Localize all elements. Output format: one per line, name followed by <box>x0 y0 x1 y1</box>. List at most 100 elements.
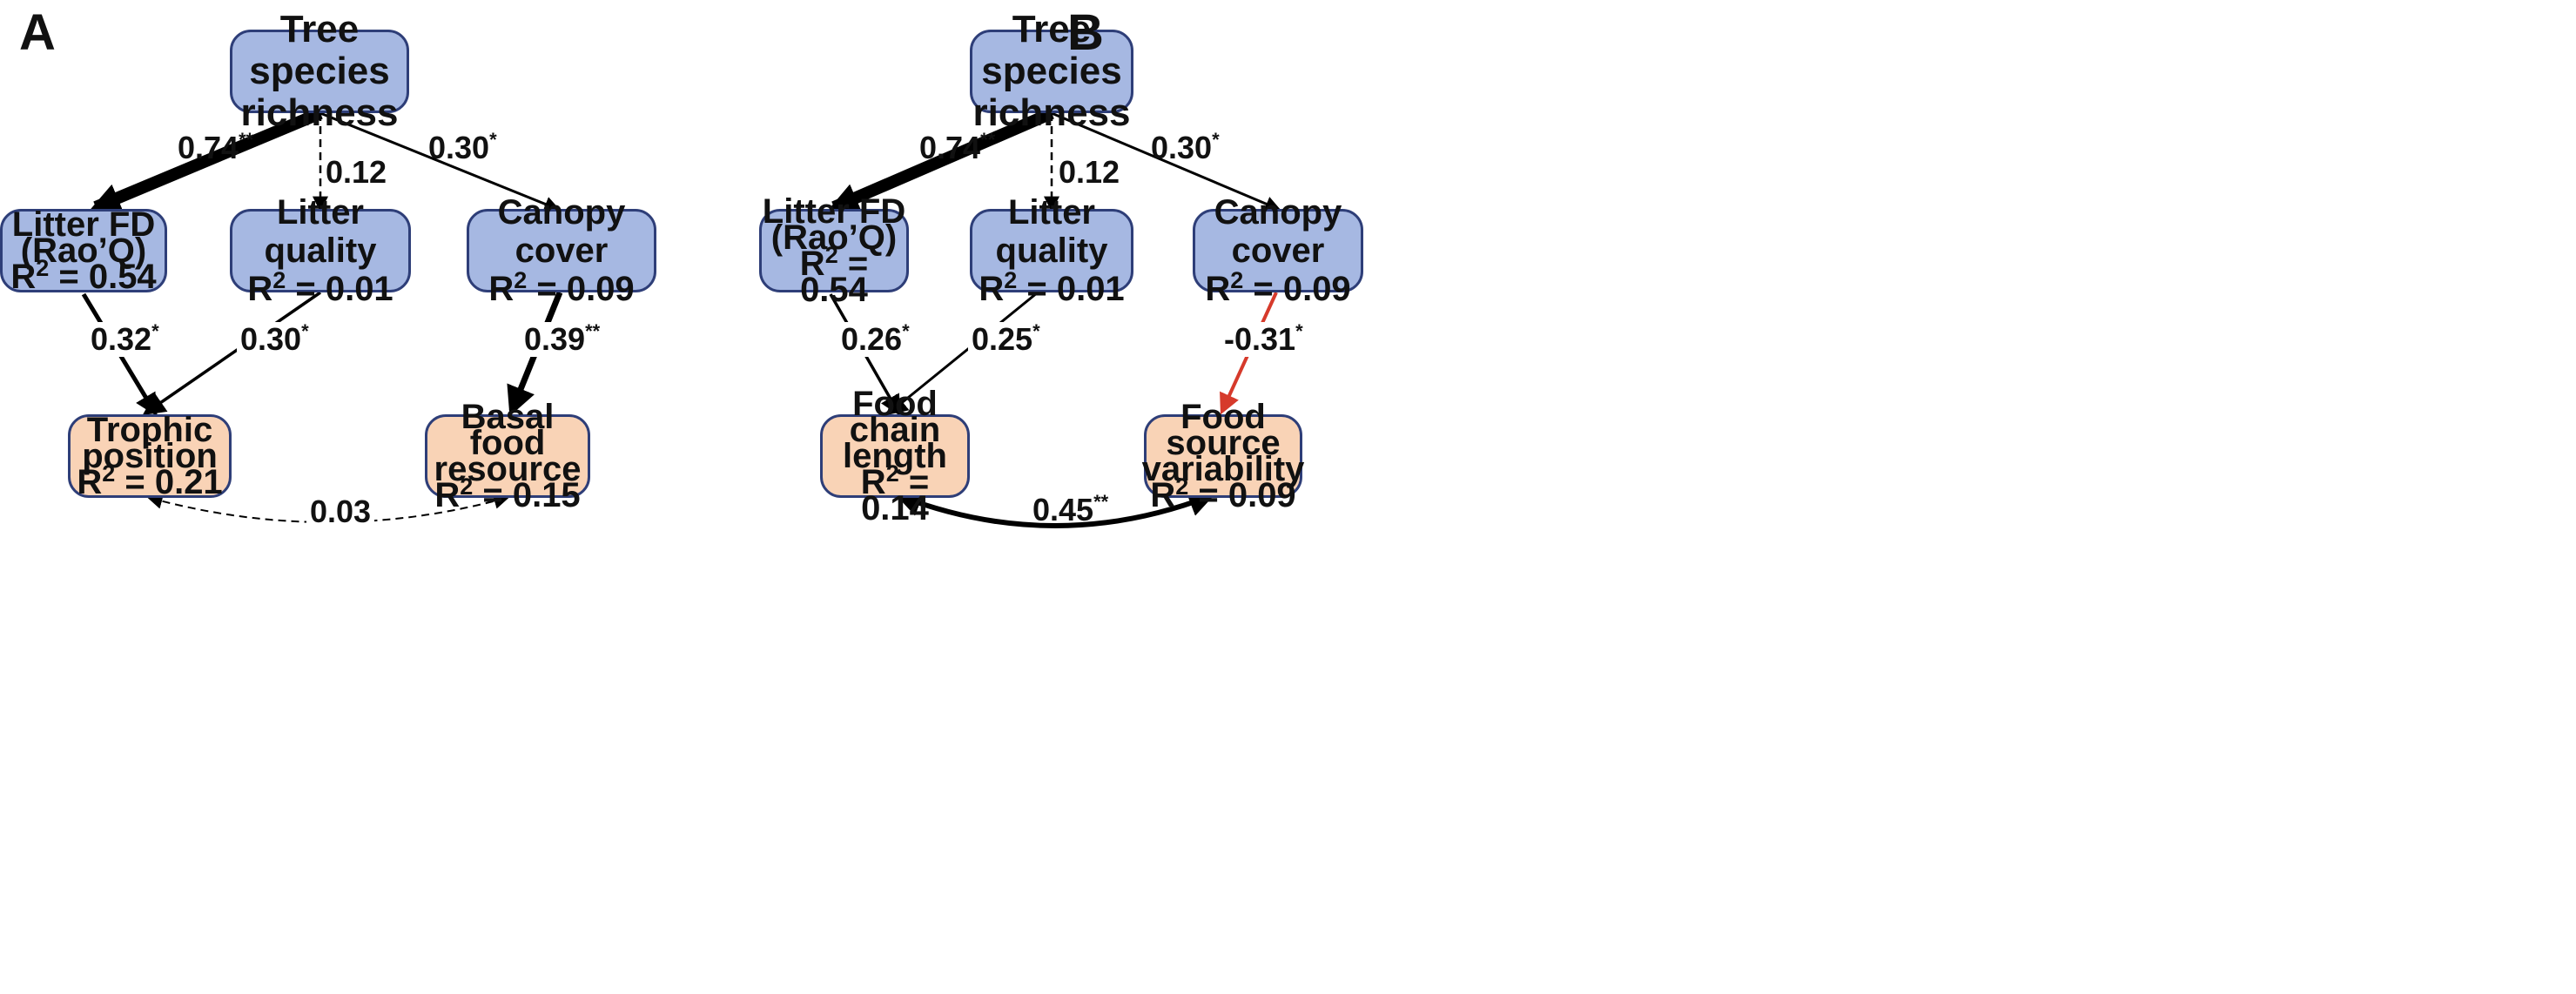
node-tree-species-richness: Tree species richness <box>970 9 1133 134</box>
path-coefficient: -0.31* <box>1221 322 1307 357</box>
path-coefficient: 0.39** <box>521 320 604 357</box>
arrow-litter-quality-to-response <box>886 291 1039 416</box>
r-squared: R2 = 0.54 <box>10 255 157 296</box>
node-line: richness <box>972 91 1131 134</box>
coef-value: 0.30 <box>428 130 490 165</box>
coef-value: 0.30 <box>240 321 302 357</box>
r-squared: R2 = 0.09 <box>1150 473 1296 514</box>
r-squared-value: 0.01 <box>1056 270 1125 308</box>
node-food-chain-length: Food chain length R2 = 0.14 <box>820 386 970 526</box>
coef-sig: * <box>151 320 159 342</box>
correlation-arc <box>895 491 1215 528</box>
r-squared-value: 0.09 <box>566 270 635 308</box>
r-squared: R2 = 0.21 <box>77 460 223 501</box>
node-line: Basal food <box>461 398 555 462</box>
path-coefficient: 0.32* <box>87 322 163 357</box>
coef-value: 0.25 <box>972 321 1033 357</box>
node-trophic-position: Trophic position R2 = 0.21 <box>68 411 232 501</box>
node-line: Food chain <box>849 385 941 449</box>
path-coefficient: 0.12 <box>322 155 390 190</box>
coef-value: 0.39 <box>524 321 586 357</box>
coef-value: 0.30 <box>1151 130 1213 165</box>
coef-sig: * <box>1295 320 1303 342</box>
coef-sig: * <box>301 320 309 342</box>
coef-value: 0.74 <box>919 130 981 165</box>
path-coefficient: 0.26* <box>837 322 913 357</box>
arrow-richness-to-litter-fd <box>90 107 323 213</box>
path-coefficient: 0.30* <box>237 322 313 357</box>
path-arrows <box>828 107 1281 528</box>
node-line: Canopy cover <box>497 193 626 270</box>
node-line: (Rao’Q) <box>770 218 898 257</box>
r-squared-value: 0.54 <box>88 258 157 296</box>
path-coefficient: 0.30* <box>1147 131 1223 165</box>
node-line: (Rao’Q) <box>20 232 147 270</box>
node-line: richness <box>240 91 399 134</box>
panel-label: B <box>1067 4 1104 61</box>
coef-value: 0.12 <box>1059 154 1120 190</box>
node-line: Trophic <box>86 411 213 449</box>
node-canopy-cover: Canopy cover R2 = 0.09 <box>467 193 656 308</box>
arrow-litter-quality-to-response <box>142 291 321 415</box>
node-line: Food source <box>1166 398 1281 462</box>
node-line: Litter quality <box>264 193 377 270</box>
node-line: length <box>843 437 947 475</box>
node-litter-fd: Litter FD (Rao’Q) R2 = 0.54 <box>759 194 909 307</box>
panel-a: A Tree species richness Litter FD (Rao’Q… <box>0 4 656 529</box>
r-squared: R2 = 0.15 <box>434 473 581 514</box>
arrow-richness-to-canopy <box>319 111 561 212</box>
r-squared-value: 0.14 <box>861 489 929 527</box>
path-coefficient: 0.12 <box>1055 155 1123 190</box>
coef-sig: * <box>902 320 910 342</box>
node-food-source-variability: Food source variability R2 = 0.09 <box>1141 400 1305 513</box>
node-line: Litter FD <box>11 205 156 244</box>
coef-sig: ** <box>1093 491 1109 513</box>
r-squared: R2 = 0.14 <box>860 460 930 527</box>
panel-label: A <box>19 4 56 61</box>
node-line: position <box>82 437 218 475</box>
node-litter-fd: Litter FD (Rao’Q) R2 = 0.54 <box>0 205 167 296</box>
r-squared: R2 = 0.54 <box>799 242 869 309</box>
node-canopy-cover: Canopy cover R2 = 0.09 <box>1193 193 1363 308</box>
coef-sig: ** <box>239 129 254 151</box>
coef-value: 0.45 <box>1032 492 1094 527</box>
panel-b-body: Tree species richness Litter FD (Rao’Q) … <box>750 0 1395 994</box>
r-squared-value: 0.09 <box>1282 270 1351 308</box>
node-litter-quality: Litter quality R2 = 0.01 <box>970 193 1133 308</box>
node-line: variability <box>1141 450 1305 488</box>
path-coefficient: 0.45** <box>1029 493 1112 527</box>
r-squared-value: 0.09 <box>1227 476 1296 514</box>
node-line: Tree species <box>249 8 390 92</box>
coef-value: 0.74 <box>178 130 239 165</box>
coef-sig: ** <box>585 320 601 342</box>
panel-b: B <box>1067 0 2576 994</box>
path-coefficient: 0.74** <box>174 131 257 165</box>
node-basal-food-resource: Basal food resource R2 = 0.15 <box>425 400 590 513</box>
coef-value: 0.26 <box>841 321 903 357</box>
r-squared: R2 = 0.01 <box>979 267 1125 309</box>
r-squared: R2 = 0.01 <box>247 267 393 309</box>
arrow-richness-to-litter-fd <box>828 107 1054 213</box>
r-squared-value: 0.21 <box>154 463 223 501</box>
node-tree-species-richness: Tree species richness <box>230 9 409 134</box>
path-coefficient: 0.74** <box>916 131 999 165</box>
path-coefficient: 0.25* <box>968 322 1044 357</box>
path-coefficient: 0.03 <box>306 494 375 529</box>
coef-sig: * <box>1032 320 1040 342</box>
arrow-richness-to-canopy <box>1051 111 1281 212</box>
r-squared-value: 0.54 <box>800 271 868 309</box>
coef-value: 0.32 <box>91 321 152 357</box>
r-squared-value: 0.01 <box>325 270 393 308</box>
path-coefficient: 0.30* <box>425 131 501 165</box>
r-squared-value: 0.15 <box>512 476 581 514</box>
node-line: Tree species <box>981 8 1122 92</box>
coef-sig: ** <box>980 129 996 151</box>
coef-sig: * <box>489 129 497 151</box>
node-line: Canopy cover <box>1214 193 1342 270</box>
coef-value: 0.03 <box>310 494 372 529</box>
node-litter-quality: Litter quality R2 = 0.01 <box>230 193 411 308</box>
coef-value: -0.31 <box>1224 321 1296 357</box>
r-squared: R2 = 0.09 <box>1205 267 1351 309</box>
r-squared: R2 = 0.09 <box>488 267 635 309</box>
node-line: resource <box>434 450 582 488</box>
